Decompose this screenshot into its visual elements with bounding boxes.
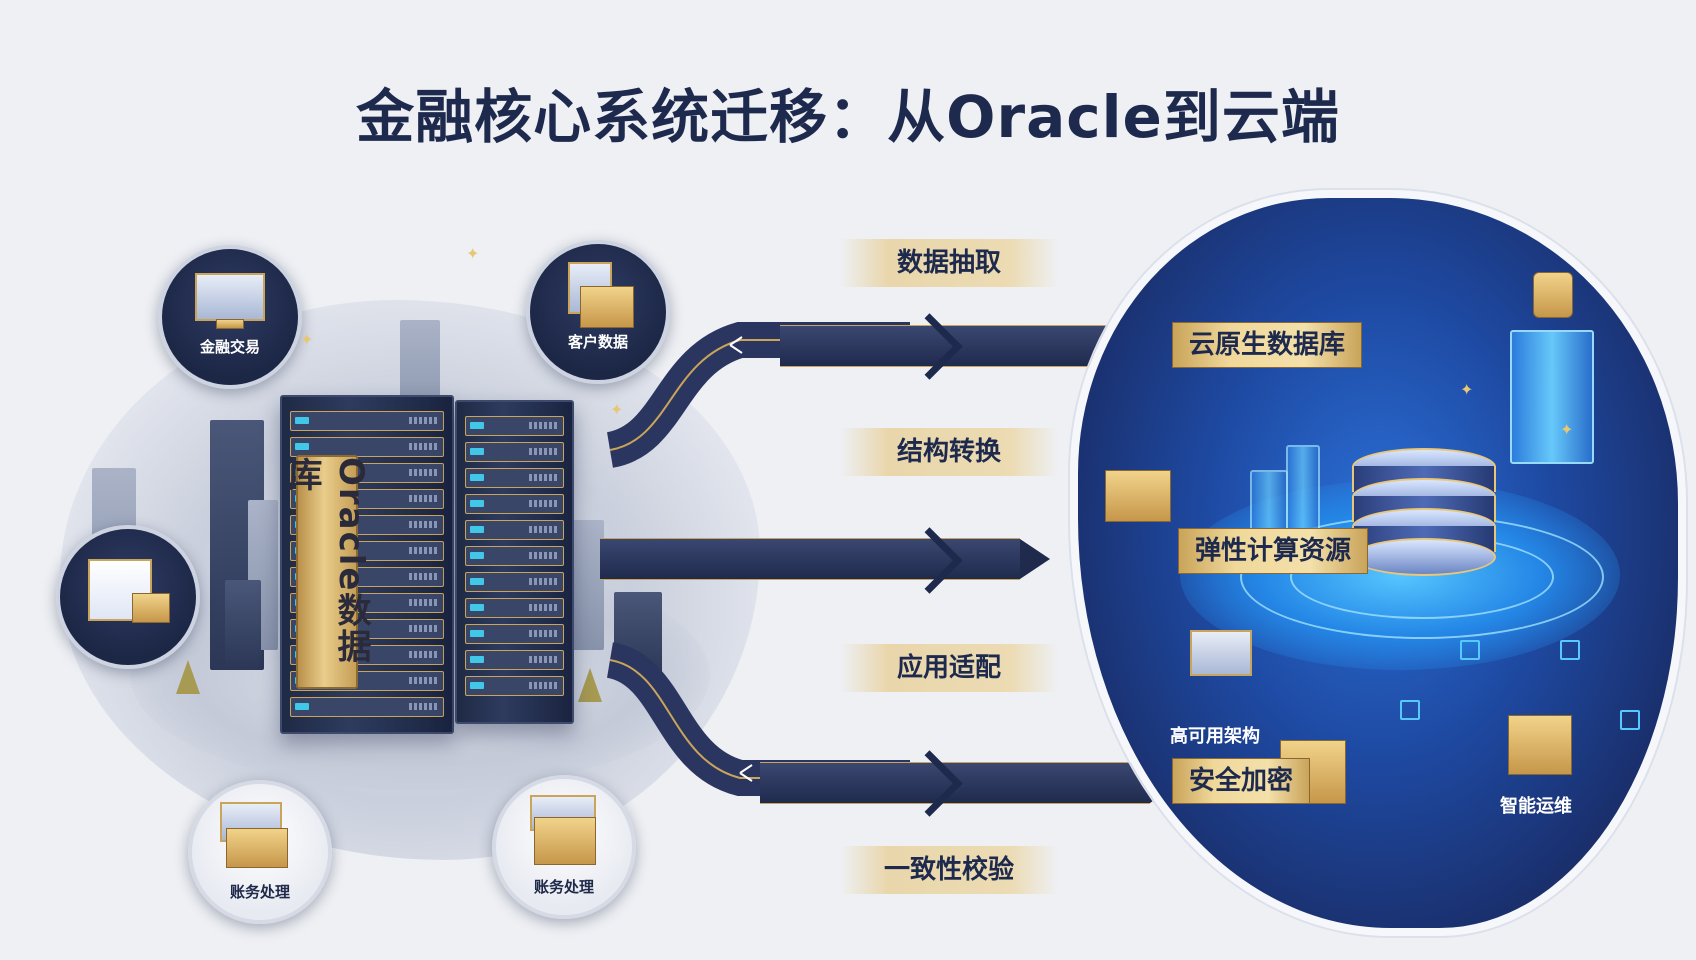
gear-security-icon: [1533, 272, 1573, 318]
oracle-database-plate: Oracle数据库: [282, 455, 371, 689]
sparkle-icon: ✦: [466, 244, 480, 263]
bubble-accounting-2: 账务处理: [492, 775, 636, 919]
server-rack: [455, 400, 574, 724]
page-title: 金融核心系统迁移：从Oracle到云端: [356, 83, 1340, 151]
chip-icon: [1460, 640, 1480, 660]
chip-icon: [1620, 710, 1640, 730]
elastic-compute-label: 弹性计算资源: [1178, 528, 1369, 574]
bubble-accounting-1: 账务处理: [188, 780, 332, 924]
bubble-label: 金融交易: [199, 338, 260, 356]
tree-icon: [578, 668, 602, 702]
bubble-customer-data: 客户数据: [526, 240, 670, 384]
sparkle-icon: ✦: [300, 330, 314, 349]
stage-structure-conversion: 结构转换: [840, 428, 1058, 476]
chip-icon: [1560, 640, 1580, 660]
flow-band-transform: [600, 538, 1050, 580]
ledger-icon: [226, 828, 288, 868]
chip-icon: [1400, 700, 1420, 720]
sparkle-icon: ✦: [610, 400, 624, 419]
data-box-icon: [580, 286, 634, 328]
bubble-label: 客户数据: [567, 333, 628, 351]
monitor-icon: [195, 273, 265, 321]
high-availability-label: 高可用架构: [1170, 726, 1260, 747]
security-encryption-label: 安全加密: [1172, 758, 1311, 804]
database-disk: [1352, 538, 1496, 576]
bubble-label: 账务处理: [229, 883, 290, 901]
high-availability-monitor-icon: [1190, 630, 1252, 676]
stage-consistency-check: 一致性校验: [840, 846, 1058, 894]
sparkle-icon: ✦: [1560, 420, 1574, 439]
certificate-icon: [132, 593, 170, 623]
stage-application-adaptation: 应用适配: [840, 644, 1058, 692]
background-building: [225, 580, 261, 670]
sparkle-icon: ✦: [1460, 380, 1474, 399]
ops-icon: [1508, 715, 1572, 775]
background-building: [570, 520, 604, 650]
bubble-label: 账务处理: [533, 878, 594, 896]
ledger-box-icon: [534, 817, 596, 865]
cloud-native-database-label: 云原生数据库: [1172, 322, 1363, 368]
monitor-stand-icon: [216, 319, 244, 329]
bubble-documents: [56, 525, 200, 669]
oracle-database-label: Oracle数据库: [282, 457, 371, 665]
flow-curves: [605, 322, 910, 796]
compute-icon: [1105, 470, 1171, 522]
smart-ops-label: 智能运维: [1500, 796, 1572, 817]
tree-icon: [176, 660, 200, 694]
cloud-server-tower: [1510, 330, 1594, 464]
stage-data-extraction: 数据抽取: [840, 239, 1058, 287]
bubble-financial-trading: 金融交易: [158, 245, 302, 389]
